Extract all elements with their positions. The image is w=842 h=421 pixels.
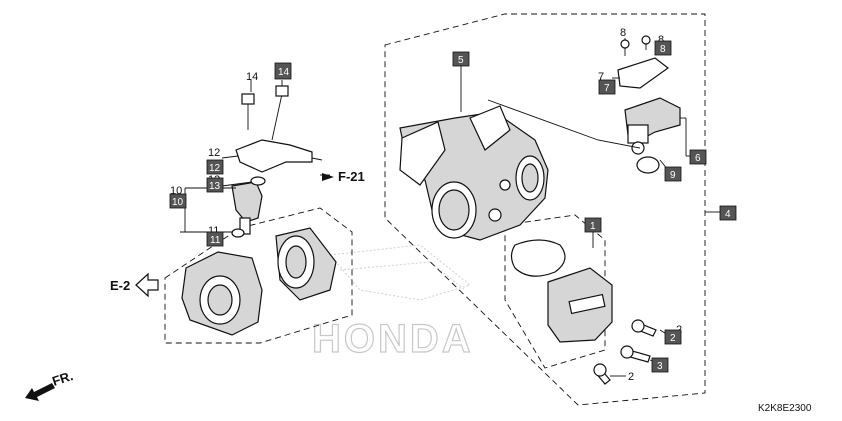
callout-14-box: 14 — [274, 62, 292, 80]
callout-10-box: 10 — [169, 193, 187, 209]
bolt-14-left — [241, 93, 255, 130]
svg-text:FR.: FR. — [50, 368, 75, 389]
sensor-sub-outline — [504, 214, 606, 369]
svg-text:9: 9 — [670, 170, 676, 181]
callout-9-box: 9 — [664, 166, 682, 182]
watermark-text: HONDA — [312, 317, 474, 361]
screw-3 — [620, 345, 651, 363]
fuel-injector — [231, 181, 263, 235]
screw-2-lower — [593, 363, 611, 385]
screw-8-right — [641, 35, 651, 50]
callout-11-plain: 11 — [208, 225, 219, 237]
callout-2-box: 2 — [664, 329, 682, 345]
svg-text:10: 10 — [172, 197, 184, 208]
throttle-position-sensor — [547, 267, 613, 343]
f21-reference: F-21 — [322, 169, 365, 184]
throttle-body-assembly-outline — [384, 13, 706, 406]
callout-8-box: 8 — [654, 40, 672, 56]
svg-text:E-2: E-2 — [110, 278, 130, 293]
svg-text:7: 7 — [604, 83, 610, 94]
callout-13-box: 13 — [206, 177, 224, 193]
callout-6-box: 6 — [689, 149, 707, 165]
callout-12-plain: 12 — [208, 147, 220, 159]
honda-watermark: HONDA — [311, 244, 474, 362]
o-ring — [636, 156, 660, 174]
e2-reference: E-2 — [110, 272, 159, 298]
svg-text:4: 4 — [725, 209, 731, 220]
screw-2-upper — [631, 319, 657, 337]
svg-text:6: 6 — [695, 153, 701, 164]
svg-text:3: 3 — [657, 361, 663, 372]
callout-12-box: 12 — [206, 159, 224, 175]
svg-text:11: 11 — [210, 235, 221, 246]
callout-8-plain: 8 — [620, 27, 626, 39]
svg-text:5: 5 — [458, 55, 464, 66]
callout-7-plain: 7 — [598, 71, 604, 83]
svg-text:1: 1 — [590, 221, 596, 232]
screw-8-left — [620, 39, 630, 56]
bolt-14-right — [271, 85, 289, 141]
callout-7-box: 7 — [598, 79, 616, 95]
front-direction-arrow: FR. — [25, 368, 75, 401]
svg-text:2: 2 — [670, 333, 676, 344]
svg-text:14: 14 — [278, 67, 290, 78]
svg-text:8: 8 — [660, 44, 666, 55]
idle-air-control-sensor — [617, 57, 681, 155]
intake-insulator — [181, 251, 263, 336]
insulator-assembly-outline — [164, 207, 353, 344]
svg-text:12: 12 — [209, 163, 221, 174]
callout-1-box: 1 — [584, 217, 602, 233]
svg-text:13: 13 — [209, 181, 221, 192]
gasket — [510, 239, 566, 277]
throttle-body — [399, 105, 549, 241]
callout-4-box: 4 — [719, 205, 737, 221]
callout-5-box: 5 — [452, 51, 470, 67]
intake-joint — [275, 227, 337, 301]
callout-8-plain-2: 8 — [658, 34, 664, 46]
callout-3-box: 3 — [651, 357, 669, 373]
o-ring-13 — [250, 176, 266, 186]
callout-14-plain: 14 — [246, 71, 258, 83]
svg-text:F-21: F-21 — [338, 169, 365, 184]
fuel-hose-joint — [235, 139, 323, 173]
o-ring-11 — [231, 228, 245, 238]
diagram-code: K2K8E2300 — [758, 403, 812, 414]
callout-2-lower: 2 — [628, 371, 634, 383]
callout-11-box: 11 — [206, 231, 224, 247]
